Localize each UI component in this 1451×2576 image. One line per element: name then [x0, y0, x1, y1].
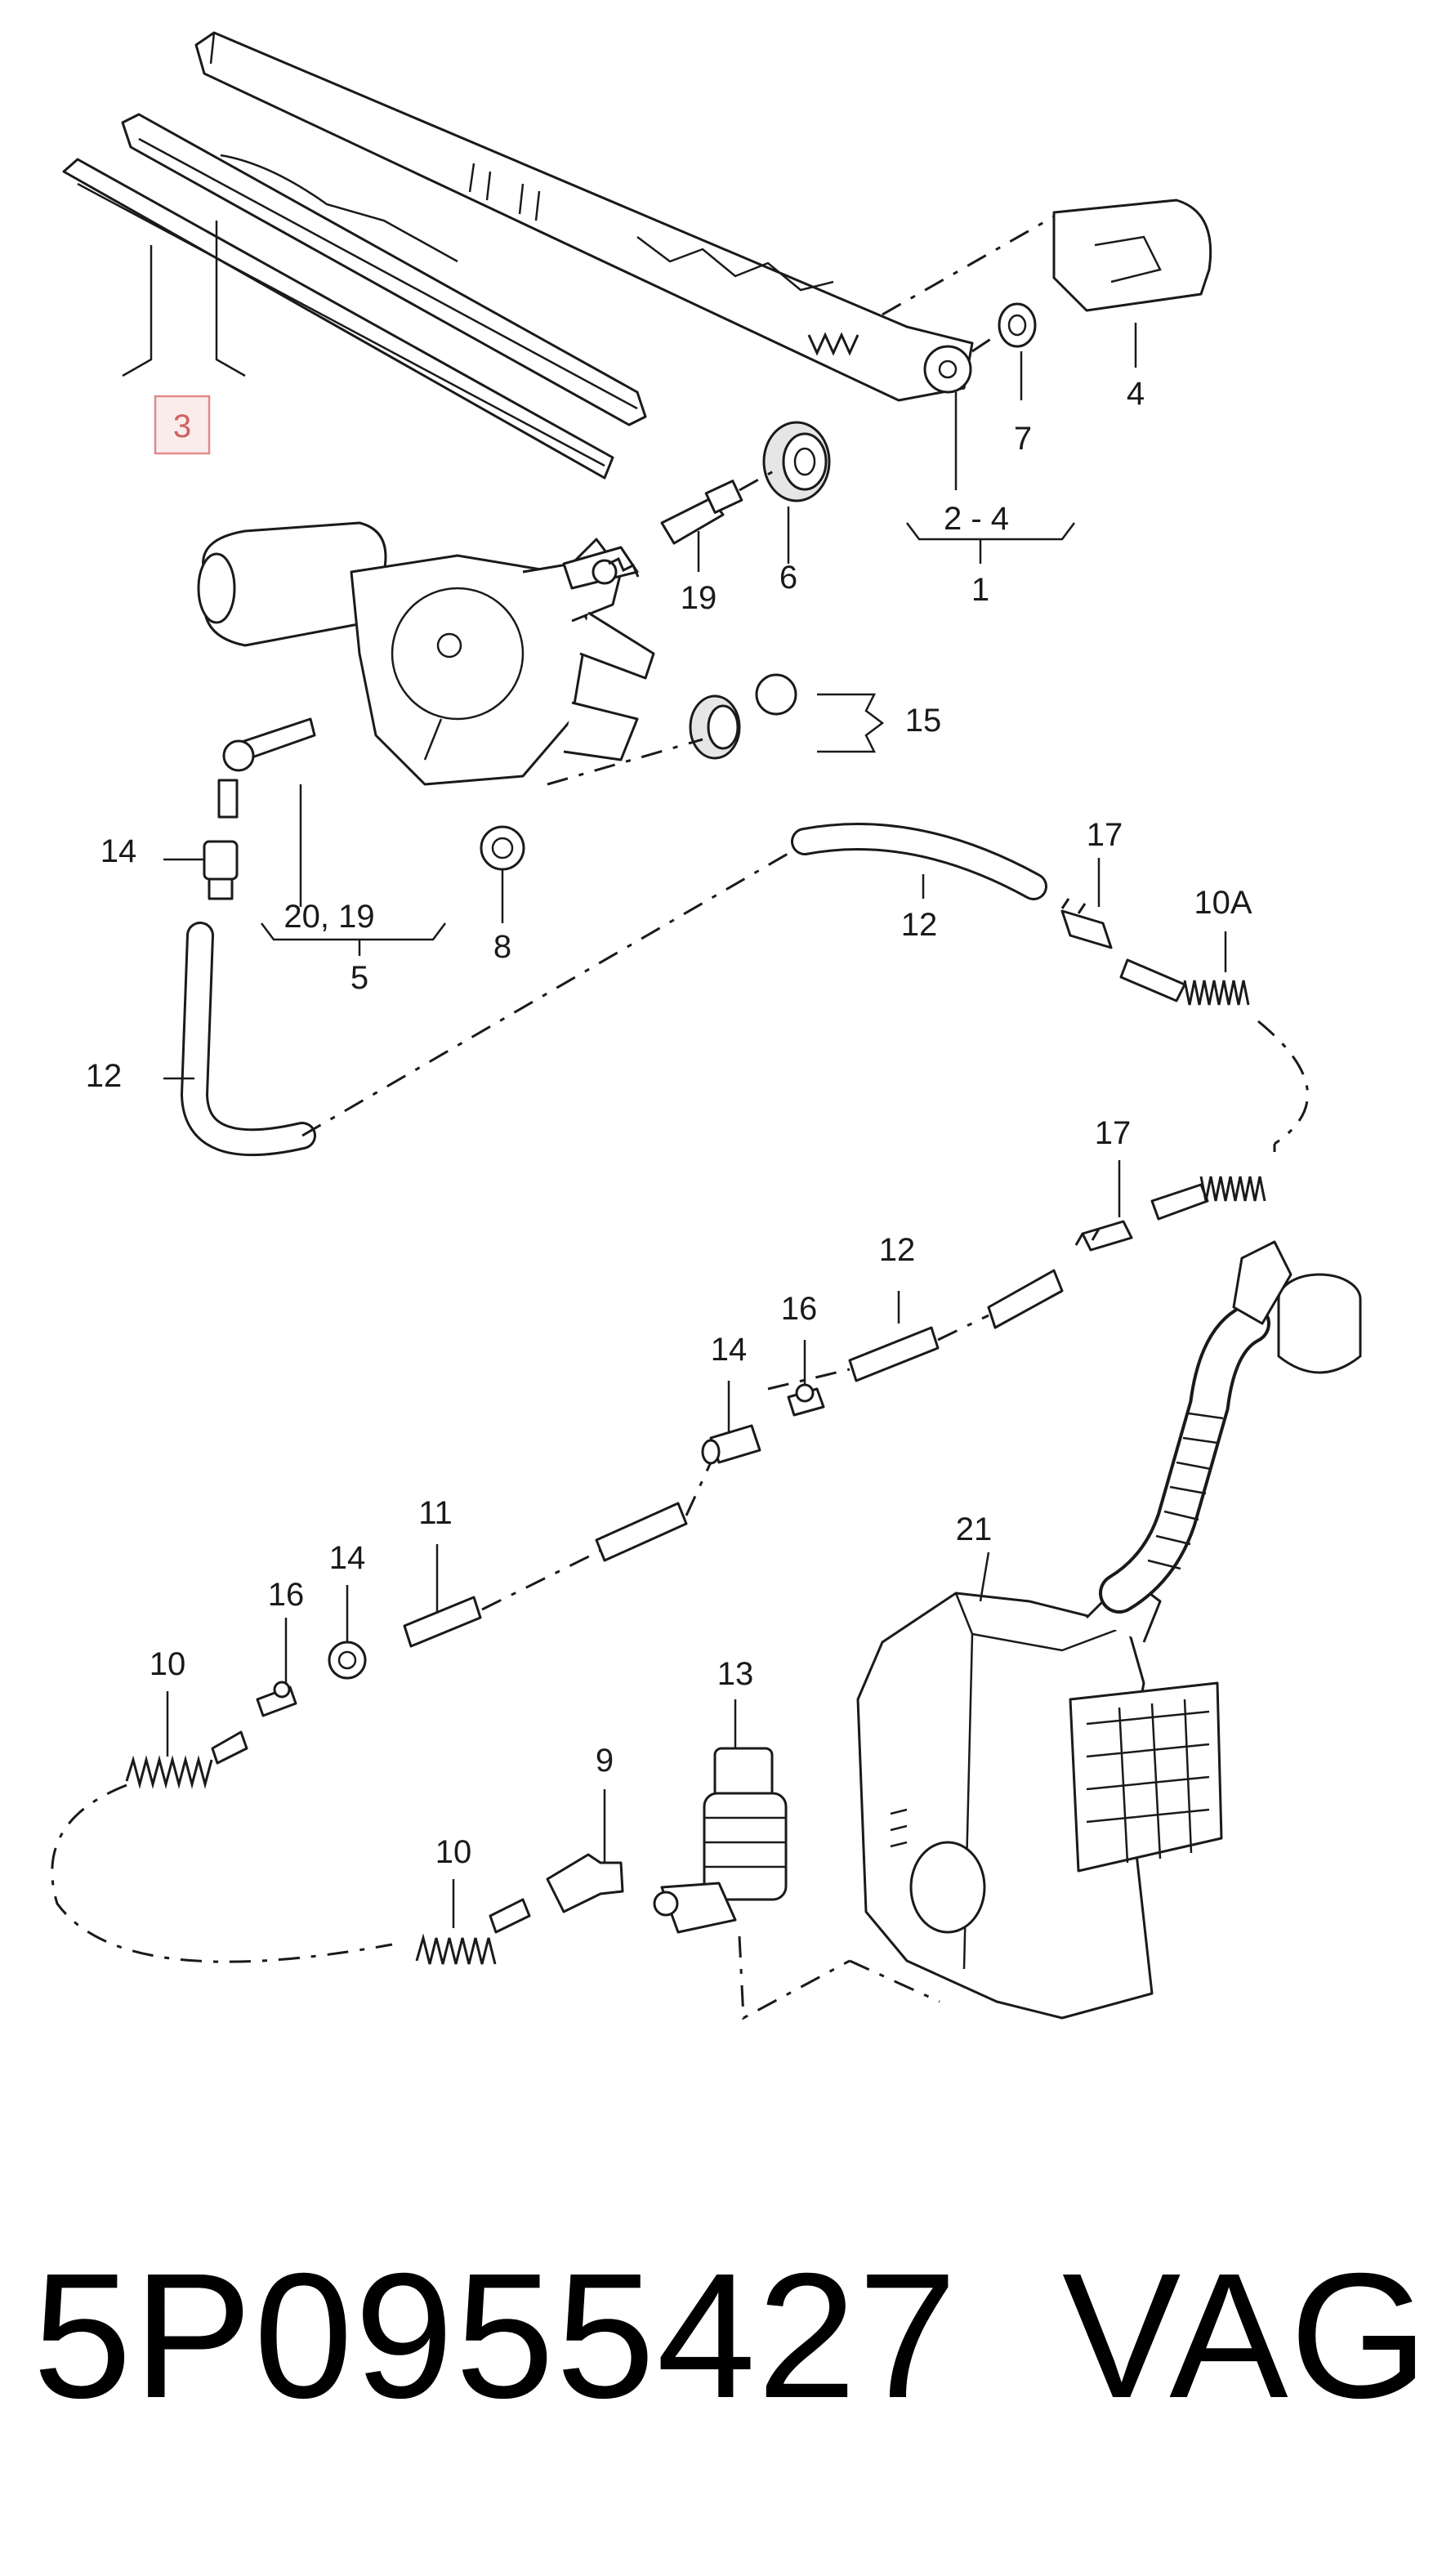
- bush-15: [547, 673, 797, 786]
- label-10-lower: 10: [435, 1834, 472, 1870]
- check-valve-17-upper: [1060, 898, 1113, 949]
- hose-12-left: [180, 840, 810, 1157]
- hose-11: [403, 1462, 712, 1648]
- label-7: 7: [1014, 421, 1032, 457]
- label-16-lower: 16: [268, 1577, 305, 1613]
- label-12-left: 12: [86, 1058, 123, 1094]
- connector-14-middle: [701, 1424, 761, 1465]
- arm-cap: [882, 199, 1212, 316]
- filler-neck: [1099, 1240, 1362, 1614]
- label-21: 21: [956, 1511, 993, 1547]
- label-5: 5: [350, 960, 368, 996]
- label-19-upper: 19: [681, 580, 717, 616]
- check-valve-17-lower: [1074, 1220, 1133, 1252]
- label-12-upper: 12: [901, 907, 938, 943]
- grommet-6: [762, 421, 831, 502]
- label-10-left: 10: [150, 1646, 186, 1682]
- nozzle-19: [660, 468, 777, 545]
- elbow-9: [546, 1853, 624, 1913]
- spring-hose-middle: [1150, 1144, 1276, 1221]
- check-valve-16-middle: [787, 1383, 825, 1417]
- label-4: 4: [1127, 376, 1145, 412]
- label-9: 9: [596, 1743, 614, 1779]
- label-6: 6: [779, 560, 797, 596]
- highlight-box-3: [154, 395, 211, 455]
- leader-lines: [122, 221, 1227, 1928]
- label-11: 11: [418, 1495, 453, 1531]
- spring-hose-10-lower: [415, 1898, 531, 1965]
- hose-12-upper: [791, 823, 1047, 900]
- nut-7: [971, 302, 1037, 353]
- spring-hose-10A: [1119, 958, 1309, 1145]
- washer-pump-13: [653, 1747, 851, 2020]
- label-12-middle: 12: [879, 1232, 916, 1268]
- label-8: 8: [493, 929, 511, 965]
- check-valve-16-lower: [256, 1681, 297, 1717]
- label-14-middle: 14: [711, 1332, 748, 1368]
- wiper-motor: [197, 521, 655, 819]
- label-2-4: 2 - 4: [944, 501, 1009, 537]
- wiper-arm: [194, 31, 974, 402]
- label-14-lower: 14: [329, 1540, 366, 1576]
- brand-name: VAG: [1062, 2237, 1431, 2435]
- wiper-blade: [62, 113, 647, 480]
- part-number: 5P0955427: [33, 2237, 959, 2435]
- label-3: 3: [173, 408, 191, 444]
- label-1: 1: [971, 572, 989, 608]
- label-10A: 10A: [1194, 885, 1252, 921]
- label-13: 13: [717, 1656, 754, 1692]
- callout-labels: 3 4 7 2 - 4 1 19 6 15 14 17 10A 20, 19 5…: [86, 376, 1252, 1870]
- label-16-middle: 16: [781, 1291, 818, 1327]
- label-15: 15: [905, 703, 942, 739]
- label-20-19: 20, 19: [284, 899, 374, 935]
- nut-8: [480, 825, 525, 871]
- label-17-lower: 17: [1095, 1115, 1132, 1151]
- label-17-upper: 17: [1087, 817, 1123, 853]
- washer-reservoir-21: [849, 1575, 1223, 2020]
- label-14-upper: 14: [100, 833, 137, 869]
- connector-14-lower: [328, 1641, 367, 1680]
- hose-12-middle: [767, 1269, 1064, 1391]
- spring-hose-10-left: [51, 1730, 393, 1963]
- connector-14-upper: [203, 840, 239, 900]
